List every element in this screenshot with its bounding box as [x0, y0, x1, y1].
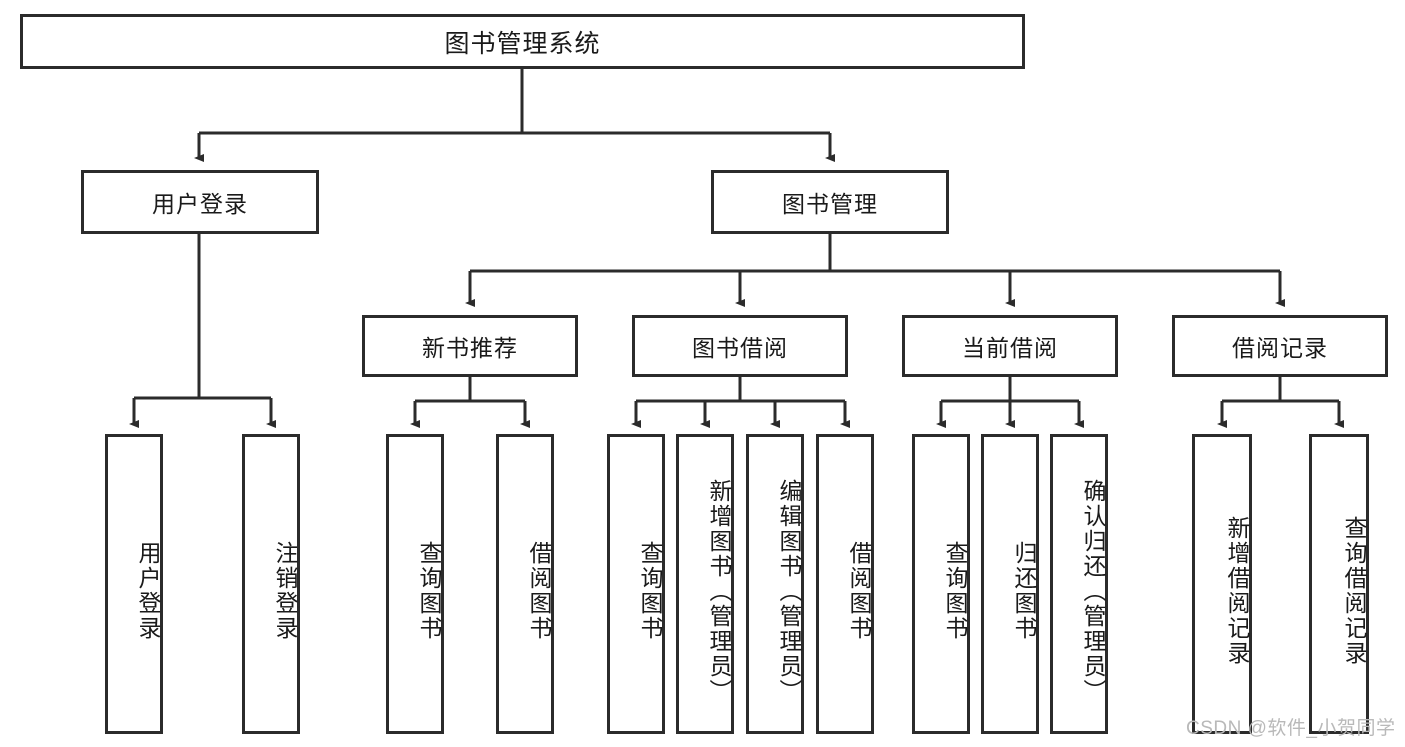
node-label: 新增图书（管理员） [706, 478, 732, 704]
node-label: 查询借阅记录 [1341, 516, 1367, 666]
leaf-current-borrow-confirm-return[interactable]: 确认归还（管理员） [1050, 434, 1108, 734]
leaf-user-login-login[interactable]: 用户登录 [105, 434, 163, 734]
leaf-book-borrow-borrow[interactable]: 借阅图书 [816, 434, 874, 734]
node-label: 查询图书 [942, 541, 968, 641]
csdn-watermark: CSDN @软件_小贺同学 [1186, 718, 1396, 739]
node-label: 新书推荐 [422, 335, 518, 361]
node-label: 图书管理 [782, 191, 878, 217]
node-current-borrow[interactable]: 当前借阅 [902, 315, 1118, 377]
node-label: 确认归还（管理员） [1080, 478, 1106, 704]
leaf-current-borrow-query[interactable]: 查询图书 [912, 434, 970, 734]
node-new-book-recommend[interactable]: 新书推荐 [362, 315, 578, 377]
node-borrow-record[interactable]: 借阅记录 [1172, 315, 1388, 377]
node-label: 查询图书 [637, 541, 663, 641]
leaf-user-login-logout[interactable]: 注销登录 [242, 434, 300, 734]
node-root-system[interactable]: 图书管理系统 [20, 14, 1025, 69]
node-label: 用户登录 [135, 541, 161, 641]
leaf-new-book-borrow[interactable]: 借阅图书 [496, 434, 554, 734]
leaf-new-book-query[interactable]: 查询图书 [386, 434, 444, 734]
node-label: 借阅图书 [526, 541, 552, 641]
leaf-book-borrow-edit[interactable]: 编辑图书（管理员） [746, 434, 804, 734]
node-label: 用户登录 [152, 191, 248, 217]
node-user-login[interactable]: 用户登录 [81, 170, 319, 234]
node-label: 图书借阅 [692, 335, 788, 361]
node-label: 借阅图书 [846, 541, 872, 641]
leaf-borrow-record-add[interactable]: 新增借阅记录 [1192, 434, 1252, 734]
node-label: 借阅记录 [1232, 335, 1328, 361]
node-book-borrow[interactable]: 图书借阅 [632, 315, 848, 377]
leaf-borrow-record-query[interactable]: 查询借阅记录 [1309, 434, 1369, 734]
node-label: 当前借阅 [962, 335, 1058, 361]
node-label: 新增借阅记录 [1224, 516, 1250, 666]
node-label: 注销登录 [272, 541, 298, 641]
node-label: 编辑图书（管理员） [776, 478, 802, 704]
node-label: 图书管理系统 [444, 29, 601, 58]
leaf-book-borrow-query[interactable]: 查询图书 [607, 434, 665, 734]
leaf-book-borrow-add[interactable]: 新增图书（管理员） [676, 434, 734, 734]
node-book-management[interactable]: 图书管理 [711, 170, 949, 234]
node-label: 查询图书 [416, 541, 442, 641]
node-label: 归还图书 [1011, 541, 1037, 641]
leaf-current-borrow-return[interactable]: 归还图书 [981, 434, 1039, 734]
